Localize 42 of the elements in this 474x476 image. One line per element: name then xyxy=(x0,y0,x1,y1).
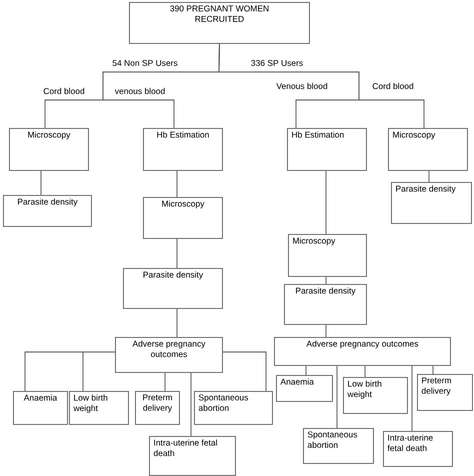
branch-label: 336 SP Users xyxy=(250,59,304,67)
process-box: 390 PREGNANT WOMEN RECRUITED xyxy=(129,2,310,44)
connector-line xyxy=(222,352,266,392)
connector-line xyxy=(364,365,366,378)
process-box: Parasite density xyxy=(284,284,367,325)
outcome-box: Anaemia xyxy=(13,391,68,425)
edge-label: Cord blood xyxy=(42,86,86,96)
process-box: Parasite density xyxy=(391,182,472,224)
outcome-box: Low birth weight xyxy=(343,377,408,414)
connector-line xyxy=(336,365,338,428)
process-box: Microscopy xyxy=(288,234,367,277)
process-box: Hb Estimation xyxy=(143,128,223,171)
connector-line xyxy=(176,308,178,338)
process-box: Adverse pregnancy outcomes xyxy=(115,337,223,373)
process-box: Microscopy xyxy=(143,197,223,239)
outcome-box: Intra-uterine fetal death xyxy=(149,436,236,476)
connector-line xyxy=(40,170,42,196)
connector-line xyxy=(164,372,166,392)
connector-line xyxy=(218,43,424,128)
connector-line xyxy=(176,238,178,268)
connector-line xyxy=(176,170,178,198)
edge-label: Cord blood xyxy=(371,82,415,90)
outcome-box: Spontaneous abortion xyxy=(194,391,273,425)
edge-label: venous blood xyxy=(114,86,166,96)
outcome-box: Preterm delivery xyxy=(135,391,180,425)
connector-line xyxy=(190,372,192,436)
outcome-box: Low birth weight xyxy=(69,391,129,425)
branch-label: 54 Non SP Users xyxy=(111,59,179,67)
outcome-box: Spontaneous abortion xyxy=(303,428,374,464)
connector-line xyxy=(82,352,116,392)
process-box: Parasite density xyxy=(123,268,223,309)
process-box: Parasite density xyxy=(3,195,92,227)
process-box: Microscopy xyxy=(388,128,468,171)
process-box: Adverse pregnancy outcomes xyxy=(274,337,451,366)
process-box: Microscopy xyxy=(9,128,89,171)
outcome-box: Intra-uterine fetal death xyxy=(383,431,453,467)
connector-line xyxy=(428,170,430,182)
edge-label: Venous blood xyxy=(275,82,329,90)
process-box: Hb Estimation xyxy=(287,128,367,171)
connector-line xyxy=(432,365,434,374)
outcome-box: Preterm delivery xyxy=(417,374,473,411)
outcome-box: Anaemia xyxy=(276,375,333,402)
